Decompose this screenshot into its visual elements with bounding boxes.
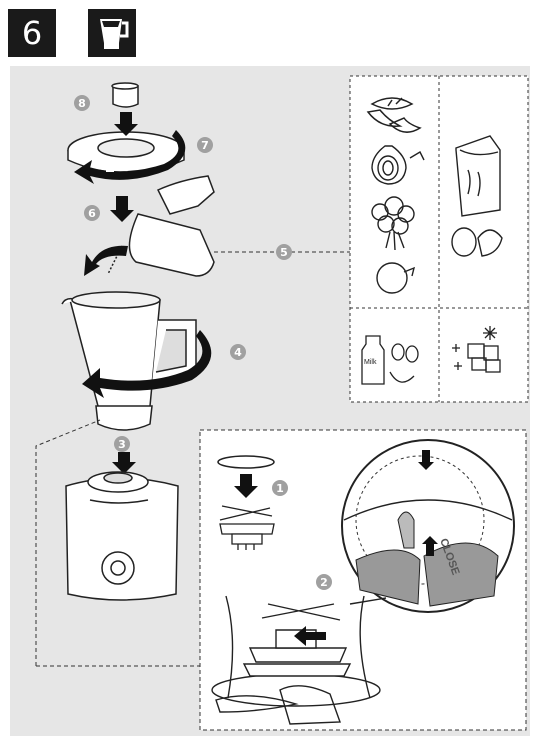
- detail-box: CLOSE: [200, 430, 526, 730]
- callout-5: 5: [276, 244, 292, 260]
- callout-7: 7: [197, 137, 213, 153]
- magnified-lock-detail: CLOSE: [342, 440, 514, 612]
- ingredients-box: Milk: [350, 76, 528, 402]
- pouring-jug: [108, 176, 214, 276]
- callout-2: 2: [316, 574, 332, 590]
- svg-text:4: 4: [234, 346, 242, 359]
- lock-icon-7: [106, 166, 114, 172]
- svg-text:7: 7: [201, 139, 209, 152]
- callout-6: 6: [84, 205, 100, 221]
- motor-base: [66, 472, 178, 600]
- svg-text:8: 8: [78, 97, 86, 110]
- svg-text:6: 6: [88, 207, 96, 220]
- milk-label: Milk: [364, 359, 377, 366]
- svg-text:1: 1: [276, 482, 284, 495]
- callout-1: 1: [272, 480, 288, 496]
- callout-3: 3: [114, 436, 130, 452]
- svg-text:5: 5: [280, 246, 288, 259]
- arrow-down-3: [112, 452, 136, 474]
- callout-4: 4: [230, 344, 246, 360]
- lock-icon-4: [116, 374, 124, 380]
- arrow-down-6: [110, 196, 134, 222]
- svg-text:3: 3: [118, 438, 126, 451]
- callout-8: 8: [74, 95, 90, 111]
- svg-text:2: 2: [320, 576, 328, 589]
- blender-jar: [62, 292, 196, 430]
- pour-arrow: [84, 246, 128, 276]
